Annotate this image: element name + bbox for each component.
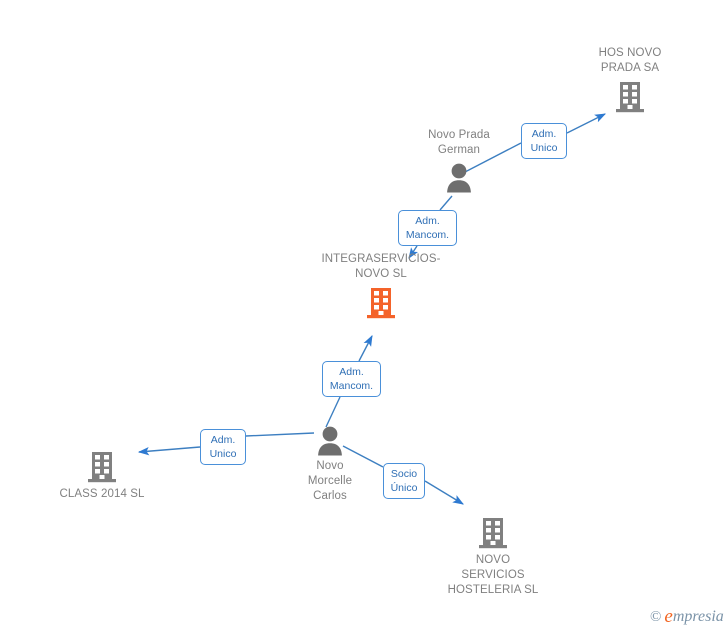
node-novo-morcelle-carlos[interactable]: Novo Morcelle Carlos (290, 425, 370, 504)
edge-chip-adm-unico-class2014[interactable]: Adm. Unico (200, 429, 246, 465)
person-icon (315, 425, 345, 456)
copyright-icon: © (650, 608, 662, 625)
building-icon (366, 286, 396, 320)
brand-name: mpresia (672, 608, 724, 625)
building-icon (87, 450, 117, 484)
node-label: HOS NOVO PRADA SA (598, 47, 662, 74)
node-label: Novo Morcelle Carlos (307, 460, 353, 502)
node-novo-servicios-hosteleria[interactable]: NOVO SERVICIOS HOSTELERIA SL (433, 516, 553, 598)
node-novo-prada-german[interactable]: Novo Prada German (412, 128, 506, 193)
node-class-2014[interactable]: CLASS 2014 SL (54, 450, 150, 502)
empresia-watermark: © e mpresia (650, 606, 724, 628)
edge-chip-adm-unico-hos[interactable]: Adm. Unico (521, 123, 567, 159)
node-label: INTEGRASERVICIOS- NOVO SL (321, 253, 441, 280)
person-icon (444, 162, 474, 193)
building-icon (615, 80, 645, 114)
node-hos-novo-prada[interactable]: HOS NOVO PRADA SA (588, 46, 672, 114)
node-label: Novo Prada German (428, 129, 490, 156)
node-integraservicios-novo[interactable]: INTEGRASERVICIOS- NOVO SL (310, 252, 452, 320)
building-icon (478, 516, 508, 550)
edge-chip-adm-mancom-integraservicios-carlos[interactable]: Adm. Mancom. (322, 361, 381, 397)
edge-chip-socio-unico-novo-servicios[interactable]: Socio Único (383, 463, 425, 499)
node-label: NOVO SERVICIOS HOSTELERIA SL (447, 554, 539, 596)
node-label: CLASS 2014 SL (59, 488, 145, 500)
edge-chip-adm-mancom-integraservicios-german[interactable]: Adm. Mancom. (398, 210, 457, 246)
brand-initial: e (664, 606, 673, 627)
